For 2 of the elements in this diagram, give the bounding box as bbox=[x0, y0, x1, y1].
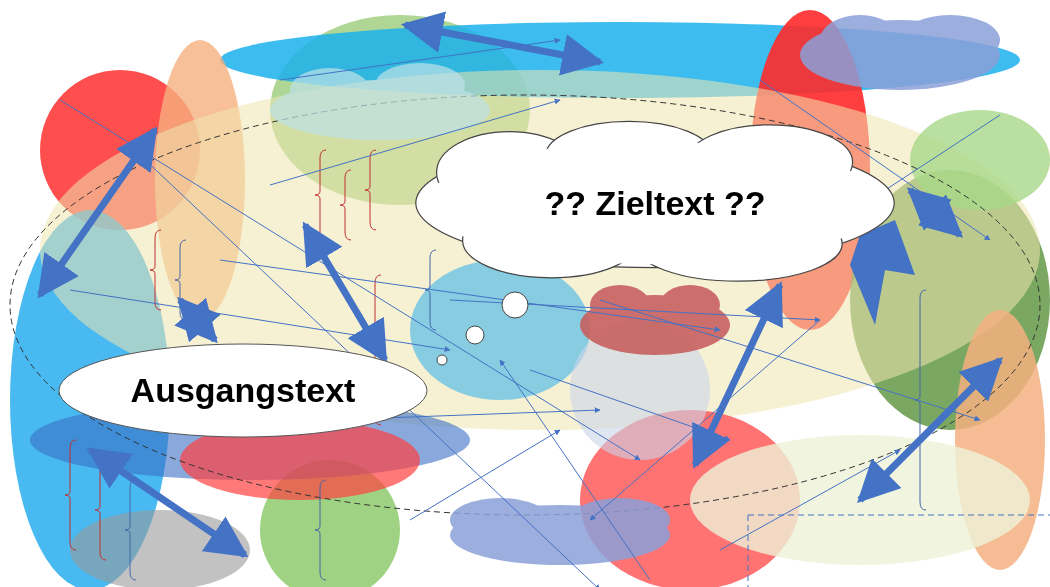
node-label: Ausgangstext bbox=[130, 370, 356, 411]
node-label: ?? Zieltext ?? bbox=[544, 182, 766, 224]
